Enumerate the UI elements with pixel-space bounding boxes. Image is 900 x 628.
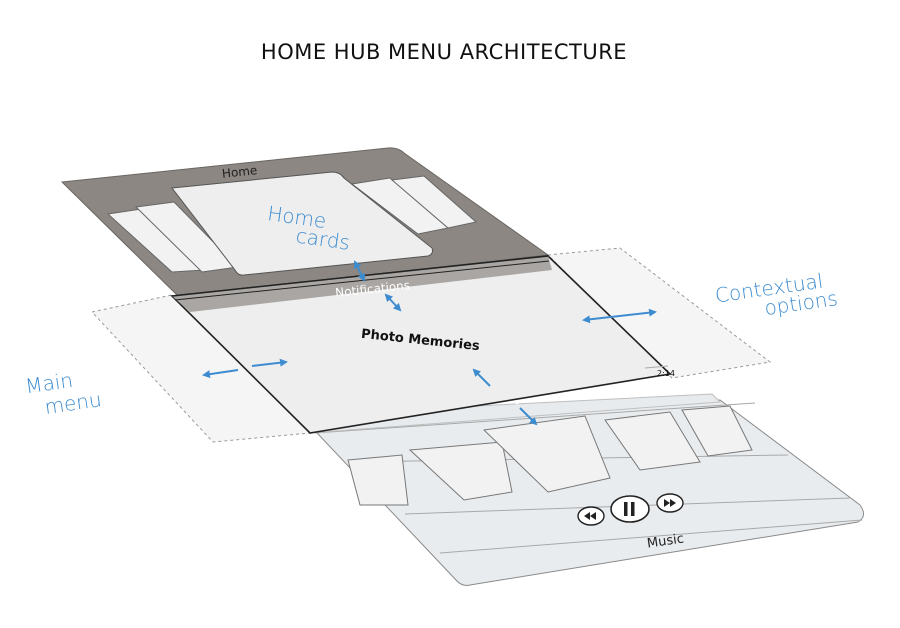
double-headed-arrow [582,308,657,324]
double-headed-arrow [384,293,402,312]
contextual-options-panel [546,247,772,379]
double-headed-arrow [472,368,491,387]
page-title: HOME HUB MENU ARCHITECTURE [260,40,628,64]
home-label: Home [221,163,258,181]
timestamp: 2:14 [657,369,675,378]
double-headed-arrow [202,369,239,379]
album-card[interactable] [408,441,513,501]
album-card[interactable] [482,415,611,493]
double-headed-arrow [519,407,538,426]
navigation-arrows [202,260,657,426]
album-card[interactable] [604,411,701,471]
home-panel: Home Home cards [60,147,550,297]
fast-forward-icon[interactable] [656,493,684,513]
album-card[interactable] [681,405,753,457]
photo-memories-panel: Notifications Photo Memories 2:14 [170,255,675,434]
notifications-bar[interactable] [172,256,552,312]
music-label: Music [646,532,685,552]
album-card[interactable] [347,454,409,506]
home-card-main[interactable] [171,171,433,276]
home-card[interactable] [390,175,478,229]
rewind-icon[interactable] [577,506,605,526]
double-headed-arrow [251,358,288,367]
double-headed-arrow [354,260,365,282]
pause-icon[interactable] [610,495,650,523]
music-panel: Music [298,399,864,586]
